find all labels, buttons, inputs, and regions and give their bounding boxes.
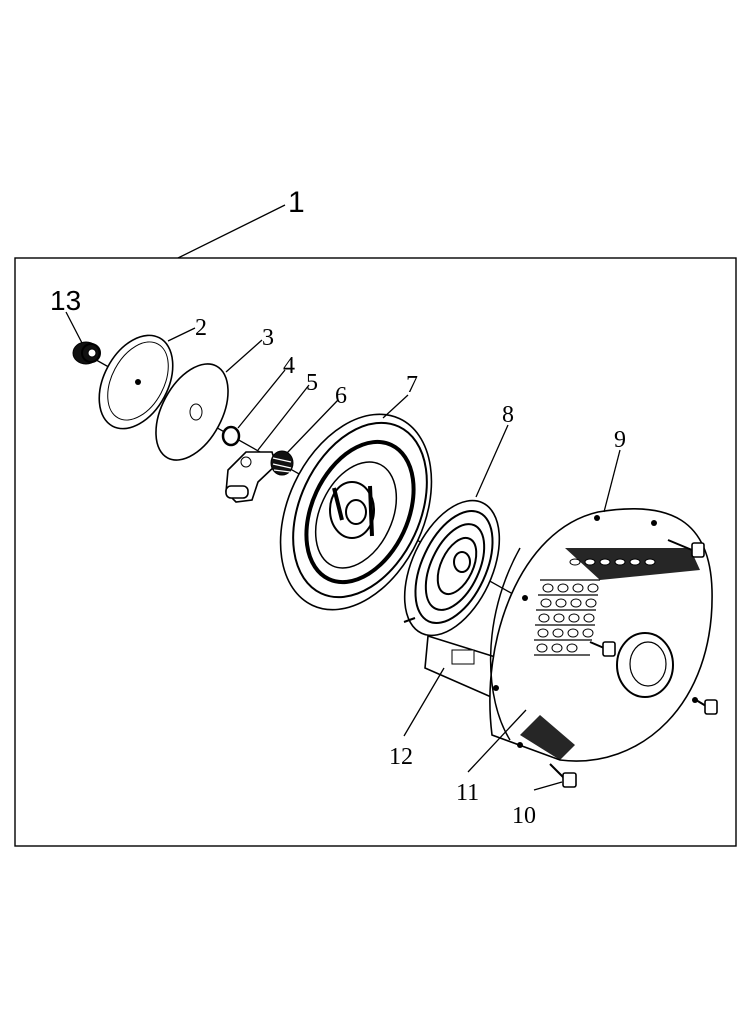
leader-lines [65,311,621,791]
part-9-housing [489,508,713,762]
label-part-2: 2 [195,315,207,341]
assembly-frame [14,257,737,847]
part-13-nut [72,341,101,365]
label-part-13: 13 [50,285,81,316]
part-4-small-washer [221,425,241,447]
label-part-11: 11 [456,780,479,806]
label-part-6: 6 [335,383,347,409]
label-part-12: 12 [389,744,413,770]
label-part-4: 4 [283,353,295,379]
label-part-5: 5 [306,370,318,396]
label-assembly-1: 1 [288,186,305,219]
part-7-reel [279,413,433,611]
part-10-bolts [549,539,718,788]
label-part-8: 8 [502,402,514,428]
label-part-3: 3 [262,325,274,351]
leader-1 [177,204,286,259]
label-part-10: 10 [512,803,536,829]
part-2-cover-plate [98,334,174,430]
part-5-pawl [225,451,277,503]
part-8-recoil-spring [403,499,501,637]
label-part-7: 7 [406,372,418,398]
part-3-washer-disc [155,363,229,461]
label-part-9: 9 [614,427,626,453]
part-6-spring [270,450,294,476]
